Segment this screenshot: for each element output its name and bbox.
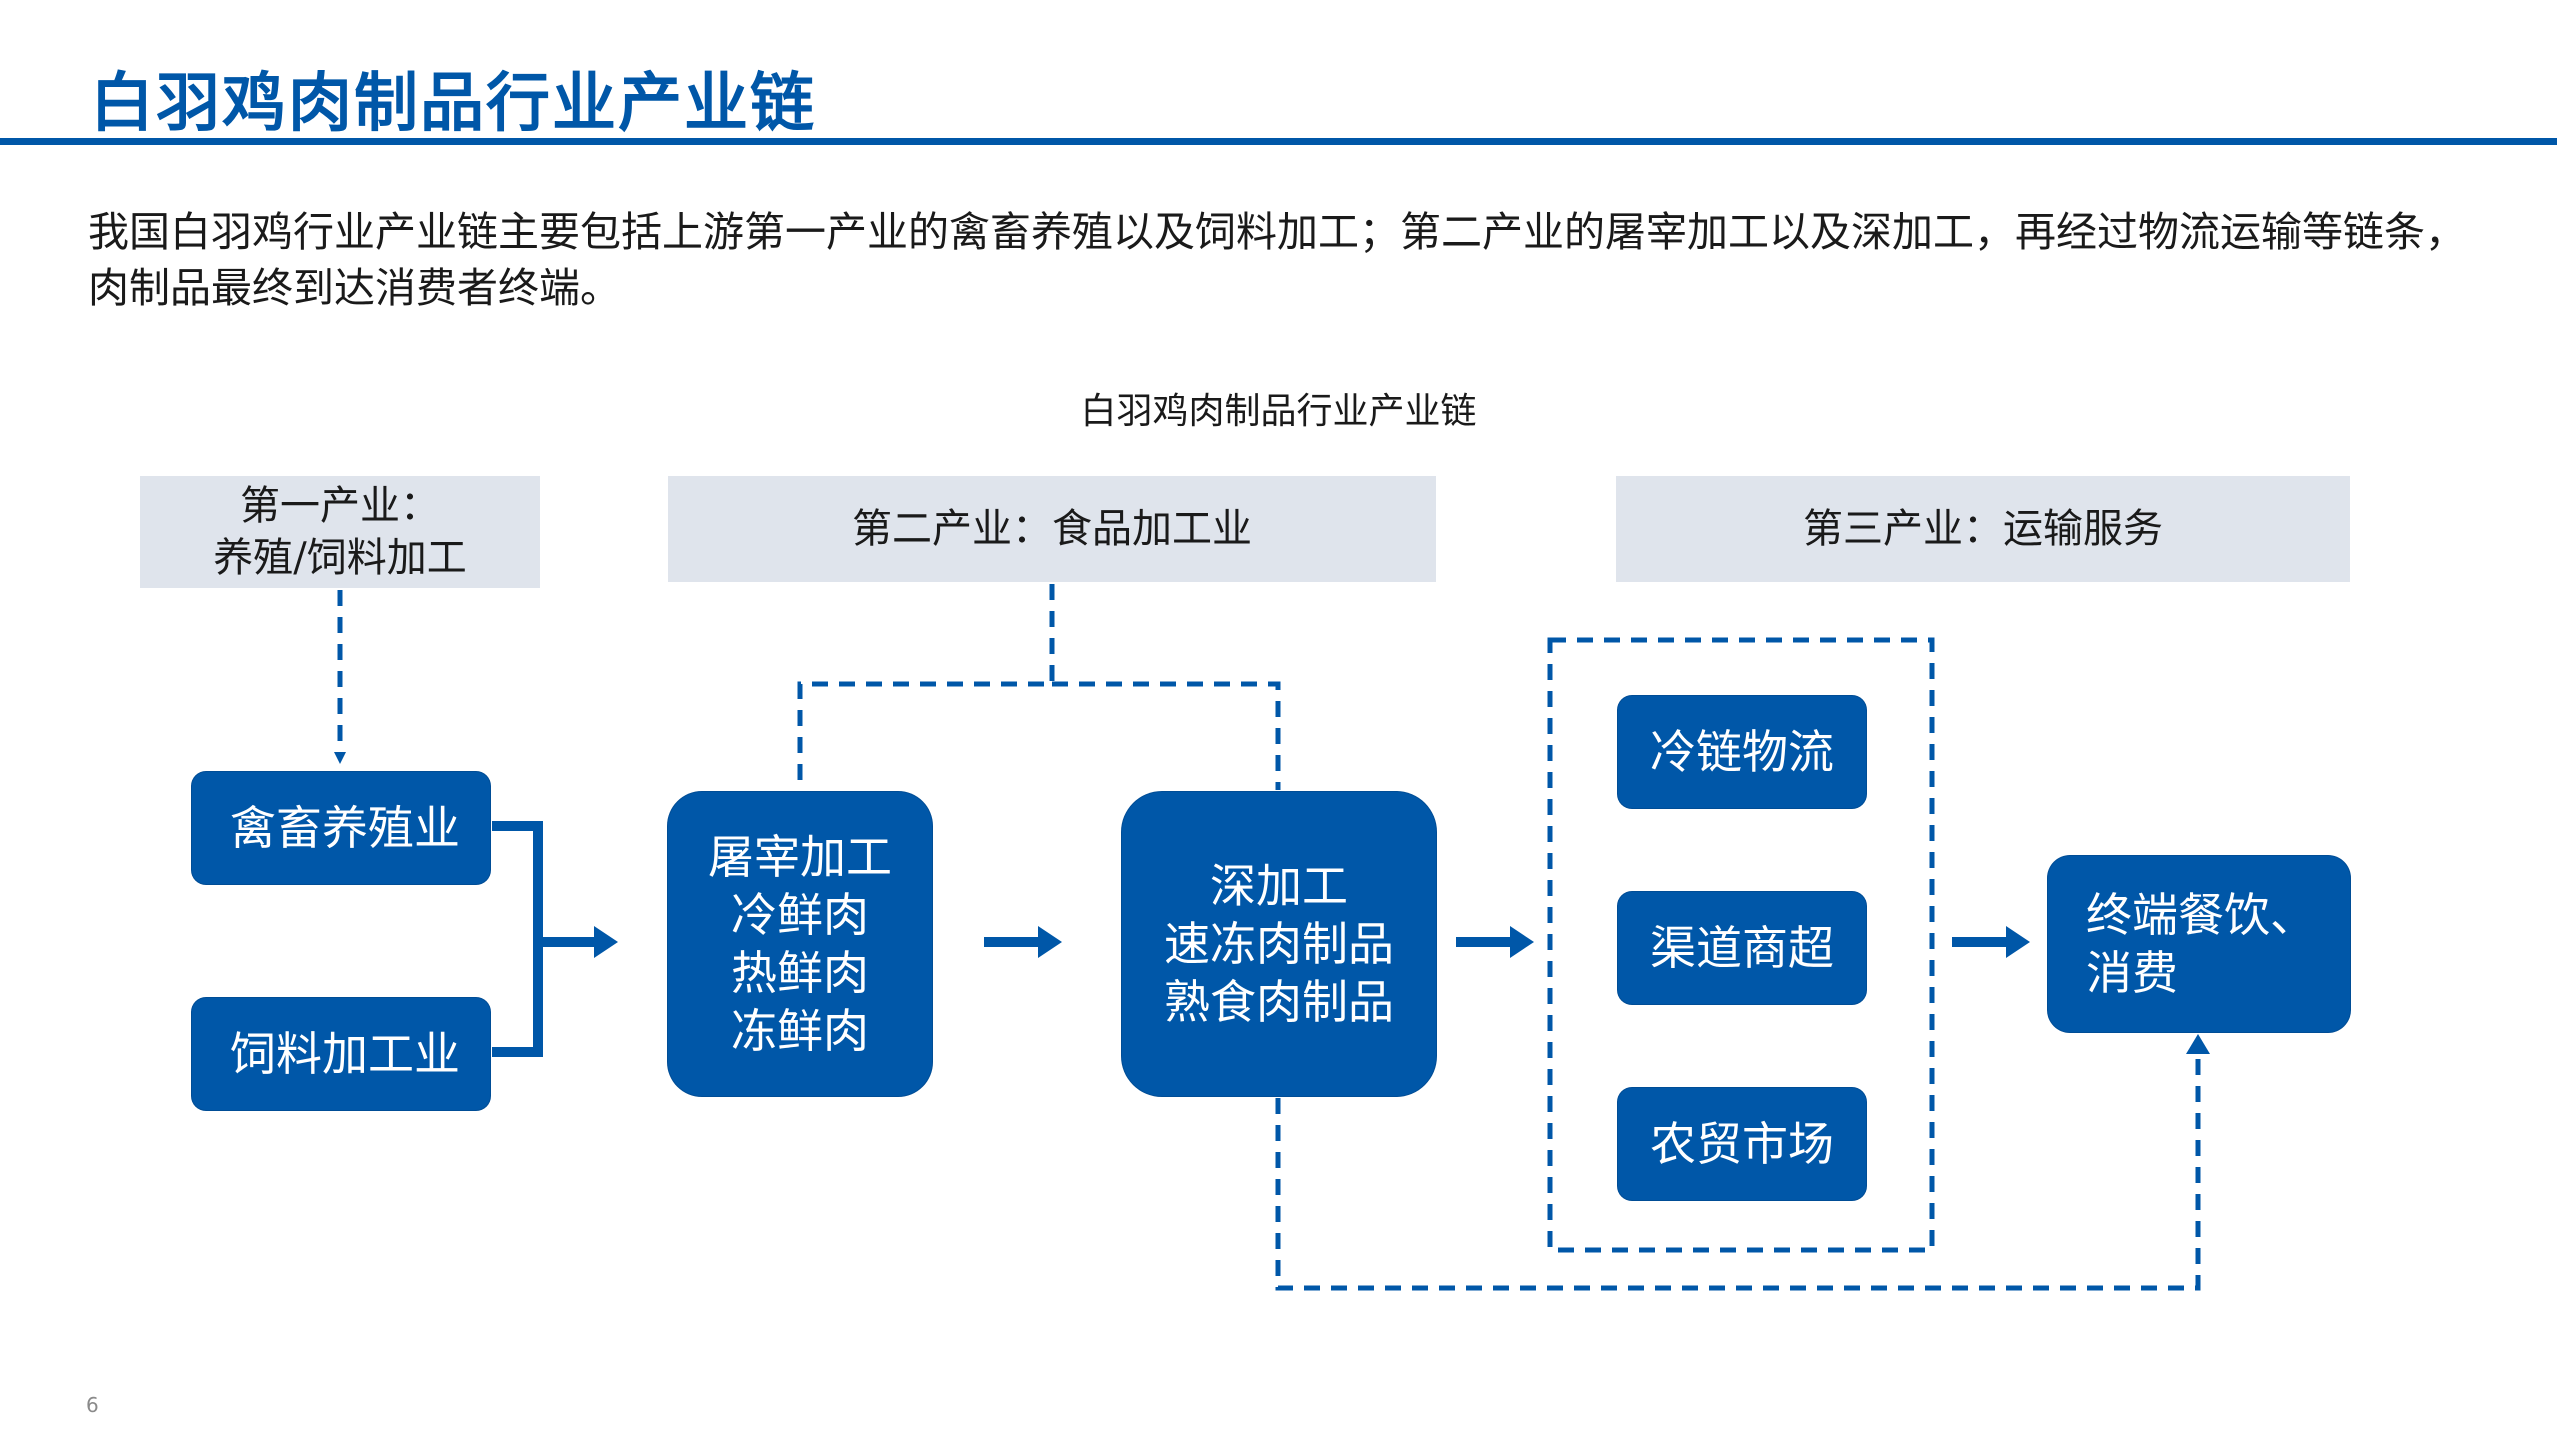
node-deep-processing-label: 深加工 速冻肉制品 熟食肉制品 xyxy=(1164,859,1394,1029)
node-cold-chain-logistics: 冷链物流 xyxy=(1618,696,1866,808)
connector-deep-bypass-to-consumer xyxy=(1275,1050,2201,1291)
band-secondary-label: 第二产业：食品加工业 xyxy=(852,506,1252,552)
logistics-group-outline xyxy=(1547,637,1935,1253)
arrow-merge-to-slaughter xyxy=(594,926,618,958)
title-rule xyxy=(0,138,2557,145)
node-channel-supermarket: 渠道商超 xyxy=(1618,892,1866,1004)
node-farmers-market-label: 农贸市场 xyxy=(1650,1117,1834,1171)
connector-secondary-bracket xyxy=(797,584,1281,790)
connector-merge-bracket xyxy=(492,821,543,1057)
node-consumer-label: 终端餐饮、 消费 xyxy=(2086,888,2316,1000)
band-tertiary-label: 第三产业：运输服务 xyxy=(1803,506,2163,552)
arrow-bypass-to-consumer xyxy=(2186,1034,2210,1054)
node-livestock-farming: 禽畜养殖业 xyxy=(192,772,490,884)
node-deep-processing: 深加工 速冻肉制品 熟食肉制品 xyxy=(1122,792,1436,1096)
band-secondary-industry: 第二产业：食品加工业 xyxy=(668,476,1436,582)
node-farmers-market: 农贸市场 xyxy=(1618,1088,1866,1200)
arrow-slaughter-to-deep xyxy=(1038,926,1062,958)
node-slaughter-processing: 屠宰加工 冷鲜肉 热鲜肉 冻鲜肉 xyxy=(668,792,932,1096)
node-channel-label: 渠道商超 xyxy=(1650,921,1834,975)
node-feed-processing: 饲料加工业 xyxy=(192,998,490,1110)
node-cold-chain-label: 冷链物流 xyxy=(1650,725,1834,779)
node-livestock-label: 禽畜养殖业 xyxy=(230,801,460,855)
band-primary-industry: 第一产业： 养殖/饲料加工 xyxy=(140,476,540,588)
band-primary-label: 第一产业： 养殖/饲料加工 xyxy=(213,483,467,581)
page-number: 6 xyxy=(86,1393,99,1417)
diagram-title: 白羽鸡肉制品行业产业链 xyxy=(1080,391,1477,432)
node-feed-label: 饲料加工业 xyxy=(230,1027,460,1081)
arrow-logistics-to-consumer xyxy=(2006,926,2030,958)
node-end-consumer: 终端餐饮、 消费 xyxy=(2048,856,2350,1032)
arrow-deep-to-logistics xyxy=(1510,926,1534,958)
band-tertiary-industry: 第三产业：运输服务 xyxy=(1616,476,2350,582)
intro-paragraph: 我国白羽鸡行业产业链主要包括上游第一产业的禽畜养殖以及饲料加工；第二产业的屠宰加… xyxy=(88,208,2466,312)
page-title: 白羽鸡肉制品行业产业链 xyxy=(90,67,816,141)
node-slaughter-label: 屠宰加工 冷鲜肉 热鲜肉 冻鲜肉 xyxy=(708,830,892,1058)
